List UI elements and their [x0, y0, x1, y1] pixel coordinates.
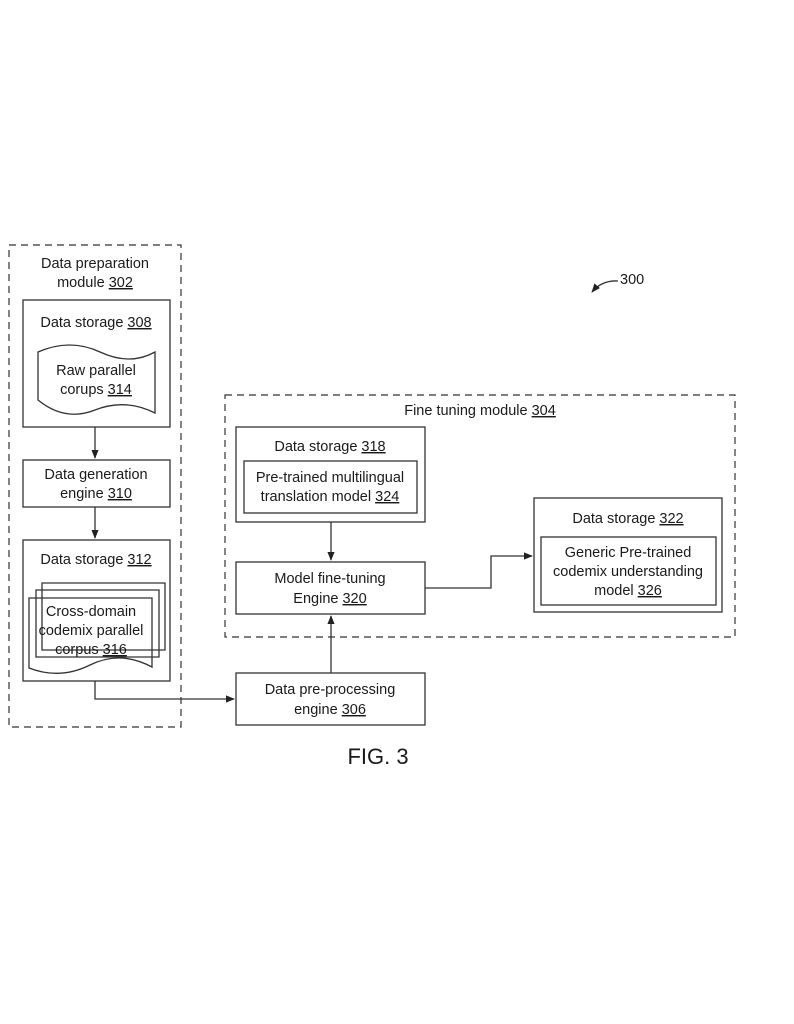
generic-codemix-model	[540, 536, 717, 606]
pretrained-multilingual-line2: translation model 324	[261, 489, 400, 505]
generic-model-line2: codemix understanding	[553, 564, 703, 580]
document-stack-back	[41, 582, 166, 651]
arrow-320-to-322	[425, 552, 533, 589]
data-generation-line2: engine 310	[60, 486, 132, 502]
generic-model-line1: Generic Pre-trained	[565, 545, 692, 561]
cross-domain-line2: codemix parallel	[39, 623, 144, 639]
pretrained-multilingual-line1: Pre-trained multilingual	[256, 470, 404, 486]
pretrained-multilingual-model	[243, 460, 418, 514]
data-storage-322-label: Data storage 322	[572, 511, 683, 527]
data-generation-line1: Data generation	[44, 467, 147, 483]
raw-parallel-corpus-document	[37, 344, 156, 415]
data-storage-318-label: Data storage 318	[274, 439, 385, 455]
generic-model-line3: model 326	[594, 583, 662, 599]
figure-reference-number: 300	[620, 272, 644, 288]
data-generation-engine	[22, 459, 171, 508]
data-preparation-label: Data preparation	[41, 256, 149, 272]
raw-corpus-line1: Raw parallel	[56, 363, 136, 379]
data-preparation-label2: module 302	[57, 275, 133, 291]
fine-tuning-label: Fine tuning module 304	[404, 403, 556, 419]
reference-arrow-300	[591, 280, 619, 293]
data-preparation-module	[8, 244, 182, 728]
data-storage-308-label: Data storage 308	[40, 315, 151, 331]
cross-domain-line1: Cross-domain	[46, 604, 136, 620]
figure-caption: FIG. 3	[347, 744, 408, 769]
fine-tuning-engine-line2: Engine 320	[293, 591, 366, 607]
raw-corpus-line2: corups 314	[60, 382, 132, 398]
model-fine-tuning-engine	[235, 561, 426, 615]
fine-tuning-engine-line1: Model fine-tuning	[274, 571, 385, 587]
cross-domain-line3: corpus 316	[55, 642, 127, 658]
data-preprocessing-engine	[235, 672, 426, 726]
cross-domain-corpus-document	[28, 597, 153, 674]
fine-tuning-module	[224, 394, 736, 638]
preprocessing-line1: Data pre-processing	[265, 682, 396, 698]
arrow-312-to-306	[94, 681, 235, 703]
data-storage-308	[22, 299, 171, 428]
data-storage-312-label: Data storage 312	[40, 552, 151, 568]
preprocessing-line2: engine 306	[294, 702, 366, 718]
document-stack-middle	[35, 589, 160, 658]
